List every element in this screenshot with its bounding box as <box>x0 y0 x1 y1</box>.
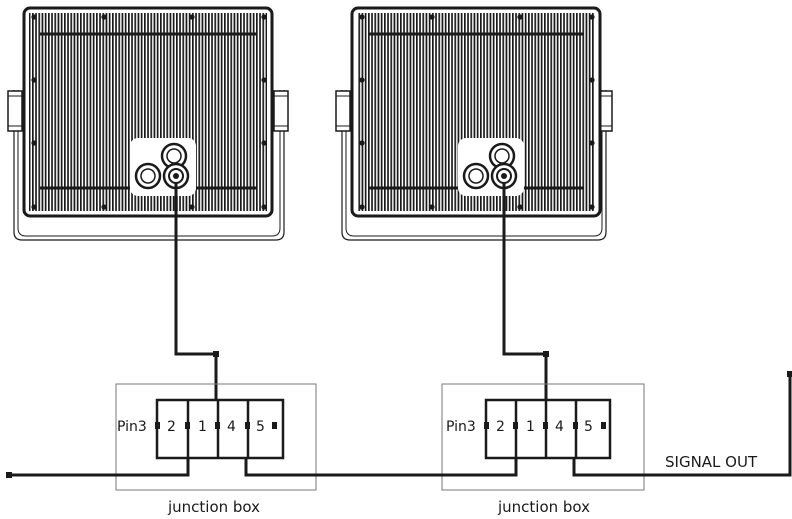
pin-label: Pin3 <box>446 419 476 435</box>
terminal-label: 2 <box>167 419 176 435</box>
signal-out-label: SIGNAL OUT <box>665 453 758 471</box>
junction-box-2: Pin3 2 1 4 5 junction box <box>441 383 645 516</box>
device-cables <box>174 182 548 400</box>
terminal-label: 1 <box>526 419 535 435</box>
terminal-label: 4 <box>555 419 564 435</box>
cable-node-left <box>213 351 219 357</box>
terminal-label: 4 <box>227 419 236 435</box>
device-left <box>7 6 289 241</box>
signal-bus <box>10 374 792 477</box>
terminal-label: 5 <box>256 419 265 435</box>
junction-box-caption: junction box <box>167 498 260 516</box>
bus-end-node <box>6 472 12 478</box>
terminal-label: 5 <box>584 419 593 435</box>
device-right <box>335 6 613 241</box>
signal-out-node <box>787 371 792 377</box>
pin-label: Pin3 <box>117 419 147 435</box>
terminal-label: 1 <box>198 419 207 435</box>
cable-node-right <box>543 351 549 357</box>
junction-box-1: Pin3 2 1 4 5 junction box <box>115 383 317 516</box>
junction-box-caption: junction box <box>497 498 590 516</box>
terminal-label: 2 <box>496 419 505 435</box>
